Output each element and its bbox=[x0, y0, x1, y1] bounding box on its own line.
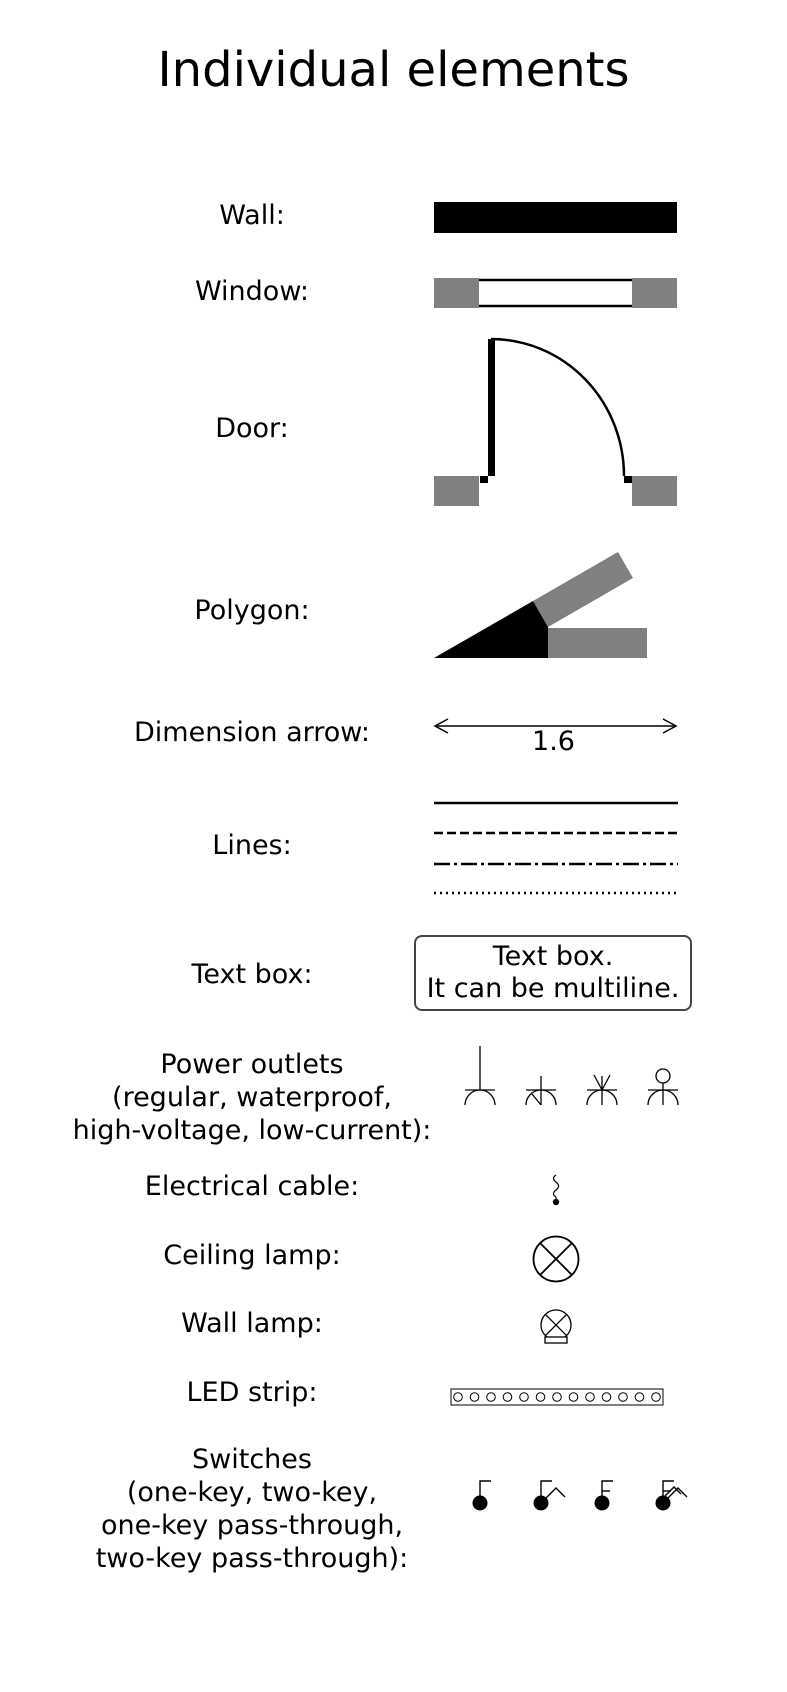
power-outlets-label-line: high-voltage, low-current): bbox=[72, 1115, 432, 1146]
power-outlets-label-line: Power outlets bbox=[160, 1049, 344, 1080]
text-box-line: It can be multiline. bbox=[426, 973, 680, 1004]
window-symbol bbox=[434, 278, 677, 308]
switch-one-key-pass-through-icon bbox=[594, 1480, 613, 1511]
ceiling-lamp-icon bbox=[532, 1235, 580, 1283]
line-styles-symbol bbox=[434, 801, 678, 895]
dimension-arrow-symbol bbox=[433, 718, 678, 734]
wall-symbol bbox=[434, 202, 677, 233]
page-title: Individual elements bbox=[157, 42, 630, 98]
switches-label-line: (one-key, two-key, bbox=[126, 1477, 378, 1508]
switch-one-key-icon bbox=[472, 1480, 491, 1511]
dimension-value: 1.6 bbox=[532, 726, 575, 757]
electrical-cable-label: Electrical cable: bbox=[144, 1171, 360, 1202]
led-strip-label: LED strip: bbox=[186, 1377, 318, 1408]
outlet-high-voltage-icon bbox=[586, 1074, 618, 1106]
text-box-label: Text box: bbox=[191, 959, 313, 990]
power-outlets-label-line: (regular, waterproof, bbox=[112, 1082, 392, 1113]
ceiling-lamp-label: Ceiling lamp: bbox=[163, 1240, 341, 1271]
switches-label: Switches (one-key, two-key, one-key pass… bbox=[40, 1443, 464, 1575]
text-box-symbol: Text box. It can be multiline. bbox=[414, 935, 692, 1011]
door-symbol bbox=[434, 337, 677, 506]
window-label: Window: bbox=[194, 276, 310, 307]
switches-label-line: Switches bbox=[192, 1444, 312, 1475]
outlet-regular-icon bbox=[464, 1046, 496, 1106]
dimension-arrow-label: Dimension arrow: bbox=[134, 717, 370, 748]
led-strip-icon bbox=[450, 1388, 664, 1406]
outlet-waterproof-icon bbox=[525, 1076, 557, 1106]
wall-label: Wall: bbox=[219, 200, 285, 231]
wall-lamp-icon bbox=[540, 1309, 572, 1344]
polygon-symbol bbox=[434, 552, 647, 658]
electrical-cable-icon bbox=[552, 1174, 560, 1206]
switches-label-line: two-key pass-through): bbox=[95, 1543, 409, 1574]
wall-lamp-label: Wall lamp: bbox=[181, 1308, 323, 1339]
switch-two-key-pass-through-icon bbox=[655, 1480, 688, 1511]
text-box-line: Text box. bbox=[492, 941, 614, 972]
polygon-label: Polygon: bbox=[194, 595, 310, 626]
door-label: Door: bbox=[215, 413, 289, 444]
power-outlets-label: Power outlets (regular, waterproof, high… bbox=[40, 1048, 464, 1147]
switches-label-line: one-key pass-through, bbox=[100, 1510, 404, 1541]
lines-label: Lines: bbox=[212, 830, 292, 861]
switch-two-key-icon bbox=[533, 1480, 566, 1511]
outlet-low-current-icon bbox=[647, 1068, 679, 1106]
